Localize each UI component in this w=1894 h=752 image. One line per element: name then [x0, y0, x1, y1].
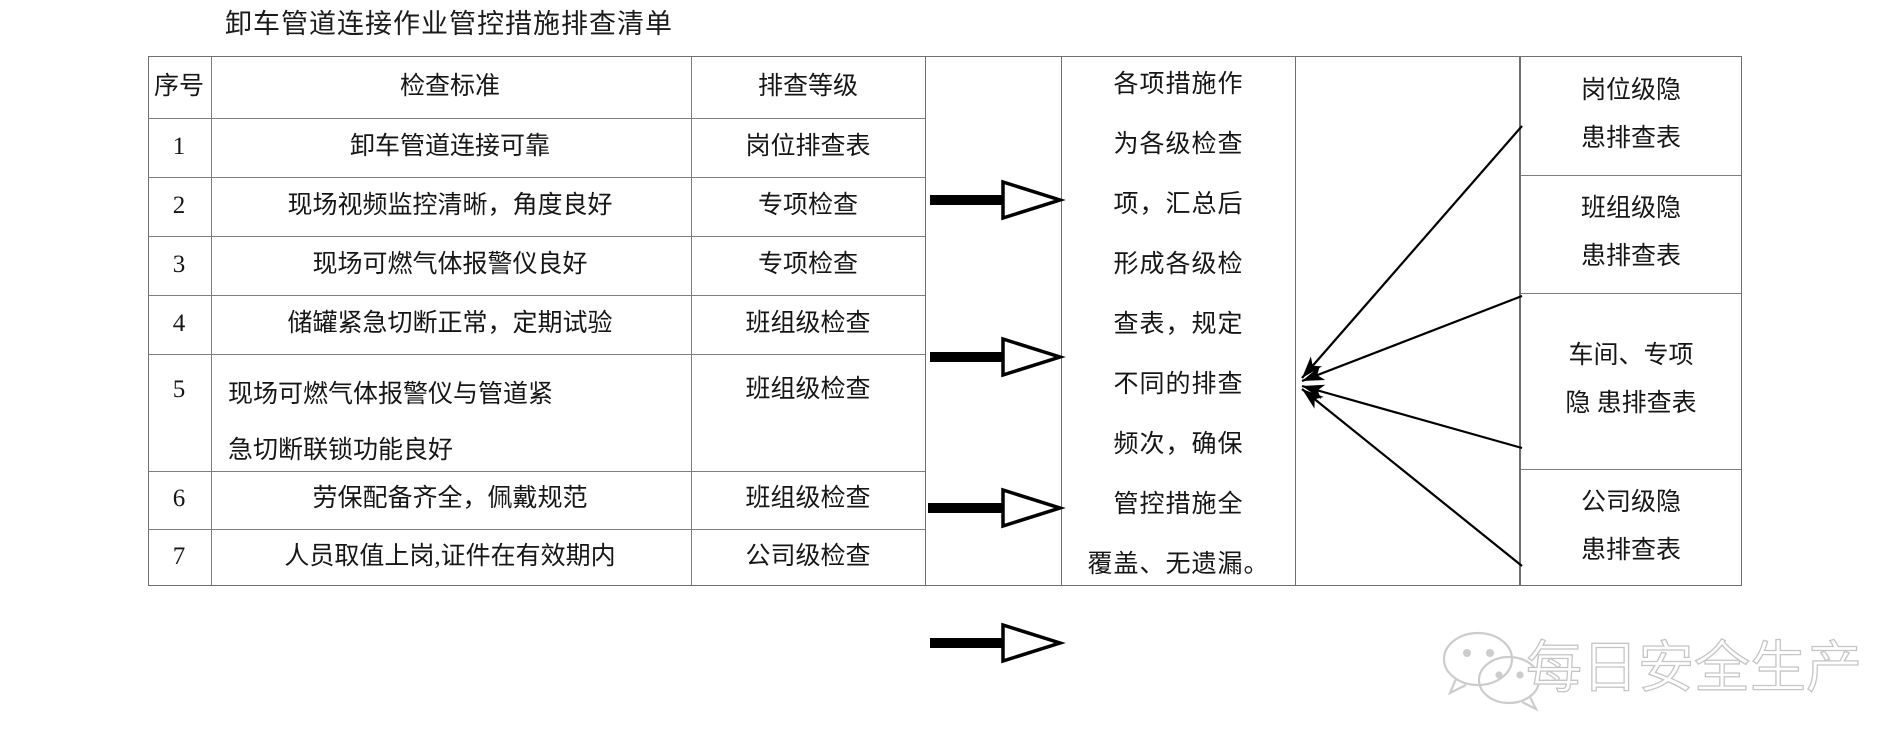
- table-column-divider-2: [691, 57, 692, 585]
- table-row-level: 公司级检查: [745, 543, 871, 570]
- table-row-no: 6: [172, 485, 186, 512]
- table-row-divider-5: [149, 471, 925, 472]
- note-line: 覆盖、无遗漏。: [1087, 551, 1270, 578]
- table-row-standard: 现场可燃气体报警仪良好: [312, 250, 588, 278]
- table-row-level: 班组级检查: [745, 376, 871, 403]
- table-column-divider-1: [211, 57, 212, 585]
- output-item: 岗位级隐 患排查表: [1520, 56, 1742, 174]
- checklist-table: [148, 56, 926, 586]
- table-row-level: 班组级检查: [745, 485, 871, 512]
- table-row-no: 2: [172, 191, 186, 219]
- watermark: 每日安全生产: [1430, 627, 1863, 723]
- table-row-level: 专项检查: [757, 191, 858, 219]
- table-row-no: 1: [172, 132, 186, 160]
- table-row-standard: 现场视频监控清晰，角度良好: [287, 191, 613, 219]
- summary-note-text: 各项措施作 为各级检查 项，汇总后 形成各级检 查表，规定 不同的排查 频次，确…: [1061, 56, 1296, 586]
- standard-line-2: 急切断联锁功能良好: [228, 437, 454, 464]
- table-row-no: 7: [172, 543, 186, 570]
- note-line: 不同的排查: [1113, 371, 1244, 398]
- fan-connector-area: [1296, 56, 1520, 586]
- output-line: 患排查表: [1580, 537, 1681, 564]
- output-divider-3: [1521, 469, 1741, 470]
- table-row-standard: 卸车管道连接可靠: [349, 132, 550, 160]
- output-divider-2: [1521, 293, 1741, 294]
- output-item: 班组级隐 患排查表: [1520, 174, 1742, 292]
- output-line: 患排查表: [1580, 125, 1681, 152]
- table-row-divider-3: [149, 295, 925, 296]
- table-row-divider-1: [149, 177, 925, 178]
- wechat-bubbles-icon: [1442, 631, 1541, 712]
- note-line: 查表，规定: [1113, 311, 1244, 338]
- table-row-no: 3: [172, 250, 186, 278]
- table-row-level: 班组级检查: [745, 309, 871, 337]
- output-item: 车间、专项 隐 患排查表: [1520, 292, 1742, 468]
- note-line: 形成各级检: [1113, 251, 1244, 278]
- table-row-divider-4: [149, 354, 925, 355]
- block-arrow-icon: [930, 622, 1066, 664]
- table-row-standard: 储罐紧急切断正常，定期试验: [287, 309, 613, 337]
- table-row-standard: 劳保配备齐全，佩戴规范: [312, 485, 588, 512]
- note-line: 管控措施全: [1113, 491, 1244, 518]
- output-line: 班组级隐: [1580, 195, 1681, 222]
- standard-line-1: 现场可燃气体报警仪与管道紧: [228, 381, 554, 408]
- page-title: 卸车管道连接作业管控措施排查清单: [225, 9, 673, 39]
- note-line: 项，汇总后: [1113, 191, 1244, 218]
- column-header-standard: 检查标准: [399, 72, 500, 100]
- table-row-no: 5: [172, 376, 186, 403]
- output-line: 患排查表: [1580, 243, 1681, 270]
- table-row-standard: 现场可燃气体报警仪与管道紧 急切断联锁功能良好: [210, 353, 690, 470]
- watermark-text: 每日安全生产: [1525, 637, 1862, 700]
- column-header-no: 序号: [153, 72, 204, 100]
- note-line: 各项措施作: [1113, 71, 1244, 98]
- table-row-standard: 人员取值上岗,证件在有效期内: [284, 543, 616, 570]
- table-row-divider-6: [149, 529, 925, 530]
- output-divider-1: [1521, 175, 1741, 176]
- table-row-divider-2: [149, 236, 925, 237]
- output-line: 岗位级隐: [1580, 77, 1681, 104]
- output-line: 隐 患排查表: [1565, 390, 1697, 417]
- arrow-gutter: [926, 56, 1061, 586]
- note-line: 为各级检查: [1113, 131, 1244, 158]
- note-line: 频次，确保: [1113, 431, 1244, 458]
- table-row-level: 岗位排查表: [745, 132, 871, 160]
- output-item: 公司级隐 患排查表: [1520, 468, 1742, 586]
- output-line: 公司级隐: [1580, 489, 1681, 516]
- output-line: 车间、专项: [1568, 342, 1694, 369]
- table-row-no: 4: [172, 309, 186, 337]
- column-header-level: 排查等级: [757, 72, 858, 100]
- table-row-divider-h: [149, 118, 925, 119]
- table-row-level: 专项检查: [757, 250, 858, 278]
- summary-note-box: [1061, 56, 1296, 586]
